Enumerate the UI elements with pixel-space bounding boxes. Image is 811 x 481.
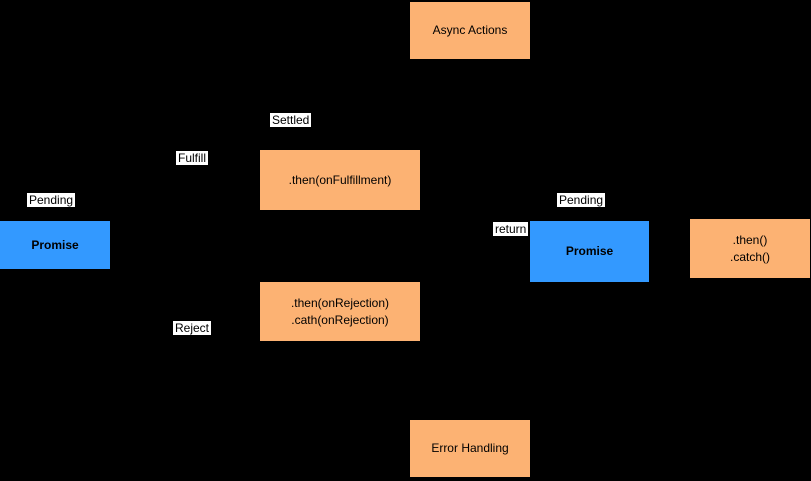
node-then-onfulfillment-label: .then(onFulfillment) (288, 172, 392, 187)
edge-label-pending-right[interactable]: Pending (557, 193, 606, 207)
node-promise-right-label: Promise (565, 244, 614, 258)
node-then-catch-line2: .catch() (729, 249, 770, 264)
node-async-actions[interactable]: Async Actions (410, 2, 530, 59)
node-then-onrejection-line1: .then(onRejection) (290, 295, 390, 310)
node-error-handling[interactable]: Error Handling (410, 420, 530, 477)
edge-label-reject[interactable]: Reject (173, 321, 212, 335)
node-then-catch-line1: .then() (732, 232, 768, 247)
node-promise-left-label: Promise (31, 237, 79, 252)
edge-label-pending-left[interactable]: Pending (27, 193, 76, 207)
node-error-handling-label: Error Handling (431, 441, 509, 455)
node-then-onrejection-line2: .cath(onRejection) (291, 312, 389, 327)
edge-label-settled[interactable]: Settled (270, 113, 312, 127)
node-promise-left[interactable]: Promise (0, 221, 110, 269)
edge-label-return[interactable]: return (493, 222, 529, 236)
node-then-onrejection[interactable]: .then(onRejection) .cath(onRejection) (260, 282, 420, 341)
node-async-actions-label: Async Actions (432, 23, 508, 37)
node-promise-right[interactable]: Promise (530, 221, 649, 282)
node-then-catch[interactable]: .then() .catch() (690, 219, 810, 278)
node-then-onfulfillment[interactable]: .then(onFulfillment) (260, 150, 420, 210)
edge-label-fulfill[interactable]: Fulfill (176, 151, 209, 165)
